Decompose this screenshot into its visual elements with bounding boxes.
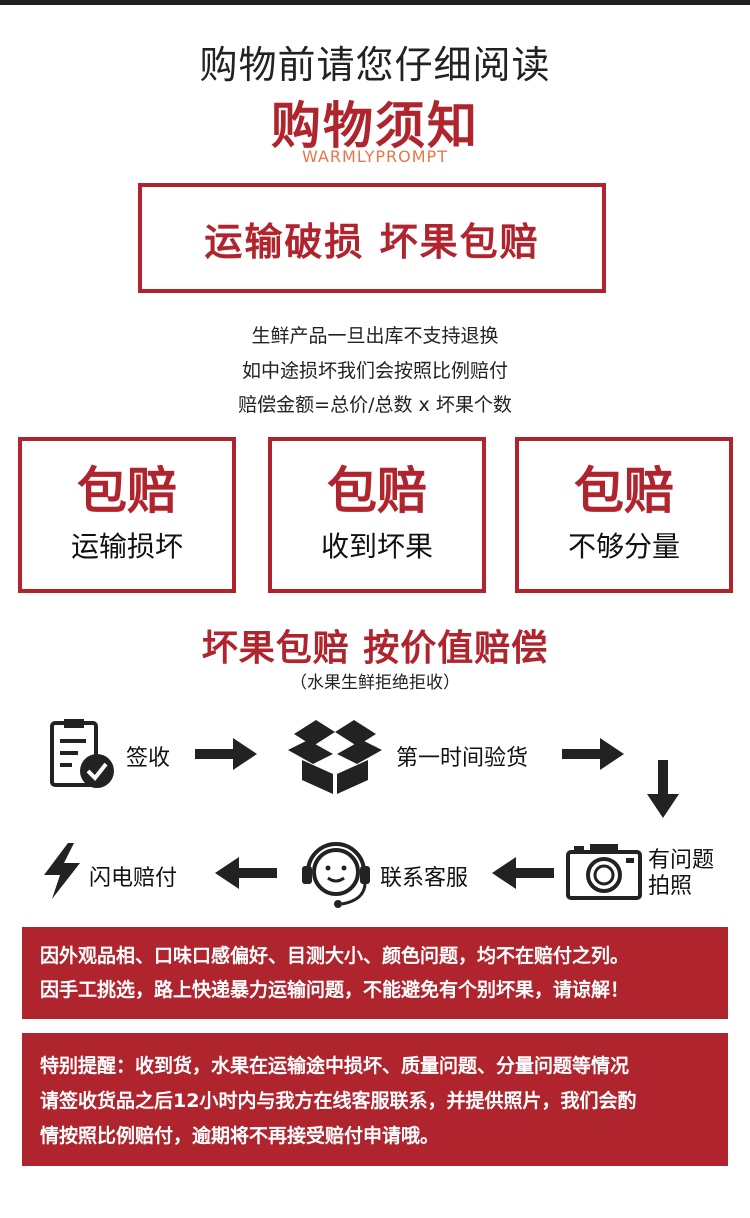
arrow-left-icon (492, 857, 554, 889)
disclaimer-panel: 因外观品相、口味口感偏好、目测大小、颜色问题，均不在赔付之列。 因手工挑选，路上… (22, 927, 728, 1019)
step-inspect-label: 第一时间验货 (396, 746, 529, 771)
note-line: 生鲜产品一旦出库不支持退换 (251, 325, 499, 347)
policy-title: 坏果包赔 按价值赔偿 (201, 628, 549, 669)
guarantee-card-weight: 包赔 不够分量 (515, 437, 733, 593)
step-sign-label: 签收 (126, 746, 171, 771)
step-photo-line2: 拍照 (648, 874, 693, 899)
page-title: 购物须知 (271, 97, 479, 155)
card-subtitle: 收到坏果 (320, 530, 433, 563)
guarantee-card-bad-fruit: 包赔 收到坏果 (268, 437, 486, 593)
card-title: 包赔 (77, 462, 177, 520)
camera-icon (566, 844, 642, 900)
card-title: 包赔 (327, 462, 427, 520)
arrow-left-icon (215, 857, 277, 889)
headset-icon (302, 842, 370, 908)
disclaimer-line: 因外观品相、口味口感偏好、目测大小、颜色问题，均不在赔付之列。 (40, 945, 630, 967)
headline-text: 运输破损 坏果包赔 (204, 219, 540, 264)
special-reminder-panel: 特别提醒：收到货，水果在运输途中损坏、质量问题、分量问题等情况 请签收货品之后1… (22, 1033, 728, 1166)
open-box-icon (288, 720, 382, 794)
card-title: 包赔 (574, 462, 674, 520)
headline-box: 运输破损 坏果包赔 (138, 183, 606, 293)
card-subtitle: 运输损坏 (70, 530, 183, 563)
lightning-icon (44, 843, 80, 899)
top-bar (0, 0, 750, 5)
clipboard-check-icon (50, 719, 114, 788)
disclaimer-line: 因手工挑选，路上快递暴力运输问题，不能避免有个别坏果，请谅解！ (40, 979, 630, 1001)
step-payout-label: 闪电赔付 (89, 866, 178, 891)
card-subtitle: 不够分量 (567, 530, 680, 563)
step-service-label: 联系客服 (380, 866, 469, 891)
arrow-right-icon (562, 738, 624, 770)
reminder-line: 情按照比例赔付，逾期将不再接受赔付申请哦。 (40, 1125, 440, 1147)
step-photo-label: 有问题 拍照 (648, 848, 714, 900)
policy-note: （水果生鲜拒绝拒收） (290, 673, 460, 693)
note-line: 赔偿金额=总价/总数 x 坏果个数 (238, 394, 512, 416)
note-line: 如中途损坏我们会按照比例赔付 (241, 360, 508, 382)
step-photo-line1: 有问题 (648, 848, 715, 873)
page-subtitle: 购物前请您仔细阅读 (199, 43, 551, 87)
arrow-right-icon (195, 738, 257, 770)
reminder-line: 特别提醒：收到货，水果在运输途中损坏、质量问题、分量问题等情况 (40, 1055, 630, 1077)
page-title-english: WARMLYPROMPT (302, 147, 448, 166)
reminder-line: 请签收货品之后12小时内与我方在线客服联系，并提供照片，我们会酌 (40, 1090, 637, 1112)
arrow-down-icon (647, 760, 679, 818)
guarantee-card-transport: 包赔 运输损坏 (18, 437, 236, 593)
